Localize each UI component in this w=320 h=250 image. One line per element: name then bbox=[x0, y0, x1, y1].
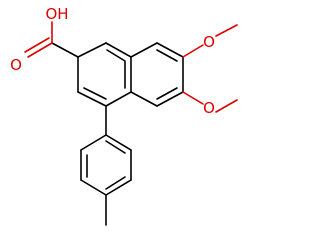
bond bbox=[51, 42, 79, 58]
bond bbox=[105, 91, 132, 107]
bond bbox=[156, 91, 184, 107]
naphthalene-left-ring bbox=[77, 42, 132, 107]
molecule-structure-drawing: OH O O O bbox=[10, 5, 238, 226]
double-bond-inner bbox=[83, 87, 107, 100]
double-bond-inner bbox=[156, 49, 178, 62]
double-bond-inner bbox=[156, 87, 178, 100]
bond-to-methyl bbox=[215, 99, 238, 113]
methoxy-oxygen-top-label: O bbox=[203, 33, 215, 51]
double-bond-inner bbox=[105, 140, 126, 154]
tolyl-ring bbox=[80, 105, 132, 226]
double-bond-inner bbox=[106, 49, 126, 62]
double-bond-inner bbox=[105, 176, 126, 190]
methoxy-group-bottom: O bbox=[182, 91, 238, 117]
bond bbox=[80, 134, 107, 151]
bond bbox=[156, 42, 184, 58]
methoxy-group-top: O bbox=[182, 24, 238, 58]
carboxylic-acid-group: OH O bbox=[10, 5, 79, 74]
bond bbox=[105, 179, 132, 196]
bond bbox=[77, 42, 107, 58]
bond bbox=[80, 179, 107, 196]
bond bbox=[130, 42, 158, 58]
methoxy-oxygen-bottom-label: O bbox=[203, 99, 215, 117]
naphthalene-right-ring bbox=[130, 42, 184, 107]
carbonyl-oxygen-label: O bbox=[10, 56, 22, 74]
bond bbox=[105, 42, 132, 58]
double-bond-carbonyl bbox=[27, 42, 53, 58]
bond bbox=[130, 91, 158, 107]
hydroxyl-label: OH bbox=[45, 5, 68, 23]
bond-to-methyl bbox=[215, 24, 238, 37]
double-bond-carbonyl bbox=[24, 37, 50, 53]
bond bbox=[77, 91, 107, 107]
bond-to-oxygen bbox=[182, 44, 204, 58]
bond bbox=[105, 134, 132, 151]
bond-to-oxygen bbox=[182, 91, 204, 105]
